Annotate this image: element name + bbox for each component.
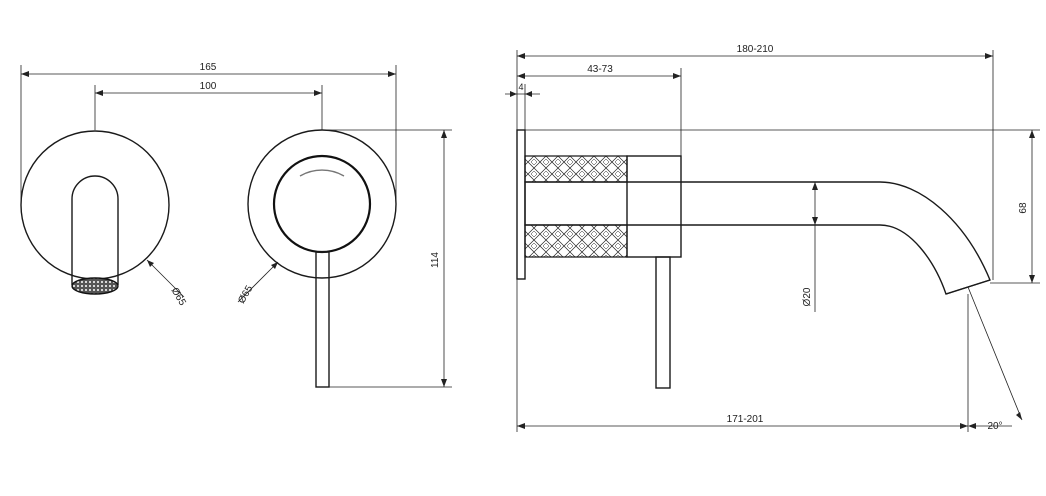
dimension-spout-height: 68 (525, 129, 1040, 284)
dimension-handle-offset: 43-73 (517, 64, 682, 156)
dim-label-20-degrees: 20° (987, 421, 1002, 432)
dimension-reach: 171-201 (516, 279, 969, 432)
dimension-overall-width: 165 (20, 62, 397, 200)
knurled-body-upper (524, 155, 628, 183)
knurled-body-lower (524, 224, 628, 258)
dim-label-100: 100 (200, 81, 217, 92)
dimension-tube-diameter: Ø20 (802, 182, 818, 312)
dim-label-165: 165 (200, 62, 217, 73)
side-view: 180-210 43-73 4 68 Ø20 (505, 44, 1040, 432)
dimension-plate-thickness: 4 (505, 82, 540, 130)
dimension-outlet-angle: 20° (967, 286, 1023, 432)
leader-spout-diameter: Ø65 (146, 259, 188, 308)
dim-label-4: 4 (518, 82, 523, 92)
leader-handle-diameter: Ø65 (236, 261, 279, 306)
dim-label-tube-diameter: Ø20 (802, 287, 813, 306)
front-view: 165 100 114 Ø65 Ø65 (20, 62, 452, 388)
dimension-height: 114 (322, 129, 452, 388)
dim-label-spout-plate-diameter: Ø65 (169, 286, 188, 308)
dimension-projection: 180-210 (516, 44, 994, 280)
dim-label-43-73: 43-73 (587, 64, 613, 75)
handle-cylinder (626, 155, 682, 258)
wall-plate (516, 129, 526, 280)
spout-plate (20, 130, 170, 295)
handle-lever (655, 256, 671, 389)
dim-label-68: 68 (1018, 202, 1029, 214)
dim-label-180-210: 180-210 (737, 44, 774, 55)
handle-plate (247, 129, 397, 388)
dim-label-114: 114 (430, 252, 441, 268)
dimension-centers: 100 (94, 81, 323, 130)
dim-label-171-201: 171-201 (727, 414, 764, 425)
